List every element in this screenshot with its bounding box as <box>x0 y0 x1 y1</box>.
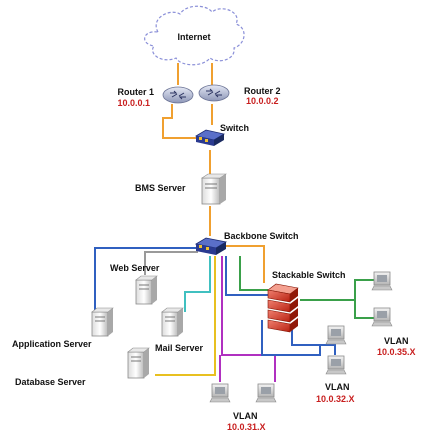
link-backbone-stack-green <box>239 256 268 291</box>
backbone-switch[interactable]: Backbone Switch <box>194 231 299 255</box>
bms-server[interactable]: BMS Server <box>135 173 227 205</box>
router-1-label: Router 1 <box>117 87 154 97</box>
switch-icon <box>194 129 226 146</box>
application-server[interactable]: Application Server <box>12 307 114 349</box>
workstation-icon <box>325 355 347 375</box>
link-backbone-db <box>155 256 216 376</box>
web-server[interactable]: Web Server <box>110 263 160 305</box>
stackable-switch[interactable]: Stackable Switch <box>267 270 346 333</box>
workstation-icon <box>255 383 277 403</box>
link-backbone-mail <box>184 256 211 312</box>
link-stack-vlan35 <box>300 279 380 301</box>
router-icon <box>198 84 230 102</box>
switch-label: Switch <box>220 123 249 133</box>
vlan-31-ip: 10.0.31.X <box>227 422 266 432</box>
backbone-switch-label: Backbone Switch <box>224 231 299 241</box>
vlan-35-group[interactable]: VLAN 10.0.35.X <box>371 271 416 357</box>
internet-cloud[interactable]: Internet <box>144 5 245 66</box>
vlan-31-label: VLAN <box>233 411 258 421</box>
web-server-label: Web Server <box>110 263 160 273</box>
link-backbone-stackable <box>218 245 265 283</box>
workstation-icon <box>209 383 231 403</box>
link-router1-switch <box>162 104 198 139</box>
application-server-label: Application Server <box>12 339 92 349</box>
server-icon <box>135 275 158 305</box>
link-backbone-app <box>94 247 200 310</box>
workstation-icon <box>325 325 347 345</box>
switch-icon <box>194 237 228 255</box>
stackable-switch-icon <box>267 283 299 333</box>
link-backbone-stack-blue <box>225 256 270 296</box>
vlan-32-group[interactable]: VLAN 10.0.32.X <box>316 325 355 404</box>
link-stack-vlan32 <box>261 320 321 356</box>
server-icon <box>161 307 184 337</box>
vlan-32-ip: 10.0.32.X <box>316 394 355 404</box>
switch-node[interactable]: Switch <box>194 123 249 146</box>
cloud-icon <box>144 5 245 66</box>
stackable-switch-label: Stackable Switch <box>272 270 346 280</box>
link-backbone-vlan31 <box>221 256 275 356</box>
router-2-ip: 10.0.0.2 <box>246 96 279 106</box>
vlan-35-ip: 10.0.35.X <box>377 347 416 357</box>
server-icon <box>201 173 227 205</box>
router-2-label: Router 2 <box>244 86 281 96</box>
router-1[interactable]: Router 1 10.0.0.1 <box>117 86 194 108</box>
workstation-icon <box>371 307 393 327</box>
router-icon <box>162 86 194 104</box>
workstation-icon <box>371 271 393 291</box>
mail-server[interactable]: Mail Server <box>155 307 204 353</box>
link-stack-vlan35b <box>354 300 375 319</box>
link-stack-vlan32b <box>291 330 336 355</box>
database-server-label: Database Server <box>15 377 86 387</box>
internet-label: Internet <box>177 32 210 42</box>
mail-server-label: Mail Server <box>155 343 204 353</box>
router-1-ip: 10.0.0.1 <box>117 98 150 108</box>
vlan-35-label: VLAN <box>384 336 409 346</box>
vlan-32-label: VLAN <box>325 382 350 392</box>
database-server[interactable]: Database Server <box>15 347 150 387</box>
server-icon <box>127 347 150 379</box>
connection-lines <box>94 63 380 382</box>
bms-server-label: BMS Server <box>135 183 186 193</box>
vlan-31-group[interactable]: VLAN 10.0.31.X <box>209 383 277 432</box>
link-backbone-web <box>144 251 198 275</box>
server-icon <box>91 307 114 337</box>
router-2[interactable]: Router 2 10.0.0.2 <box>198 84 281 106</box>
